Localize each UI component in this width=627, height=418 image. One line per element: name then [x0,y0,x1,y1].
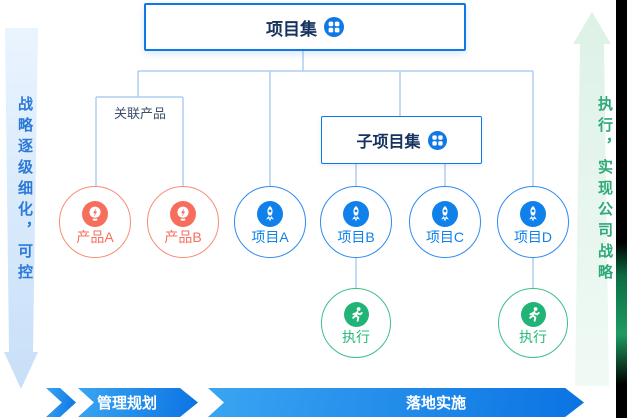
node-label: 项目C [425,228,465,245]
product-b-node: 产品B [147,186,219,258]
rocket-icon [432,200,458,227]
node-label: 产品A [76,228,114,245]
product-a-node: 产品A [59,186,131,258]
node-label: 执行 [519,329,547,345]
subprogram-box: 子项目集 [321,116,482,164]
down-arrow-shape [4,28,38,389]
node-label: 产品B [164,228,202,245]
bulb-icon [170,200,196,227]
banner-implementation: 落地实施 [208,388,584,417]
rocket-icon [343,200,369,227]
rocket-icon [257,200,283,227]
banner-label: 落地实施 [405,395,466,412]
rocket-icon [520,200,546,227]
execution-flow-label: 执行，实现公司战略 [596,96,613,285]
project-d-node: 项目D [497,186,569,258]
program-box: 项目集 [144,3,466,51]
strategy-flow-label: 战略逐级细化，可控 [16,96,33,285]
connector-lines [95,47,534,288]
program-box-label: 项目集 [266,19,317,39]
project-c-node: 项目C [409,186,481,258]
up-arrow-shape [573,12,611,386]
runner-icon [343,302,369,327]
node-label: 项目B [337,228,375,245]
runner-icon [520,302,546,327]
node-label: 项目A [251,228,289,245]
right-edge-strip [616,0,627,418]
related-products-label: 关联产品 [113,106,166,121]
banner-label: 管理规划 [96,395,157,412]
execution-node-2: 执行 [498,288,568,358]
project-b-node: 项目B [320,186,392,258]
node-label: 执行 [342,329,370,345]
project-a-node: 项目A [234,186,306,258]
node-label: 项目D [513,228,553,245]
execution-node-1: 执行 [321,288,391,358]
subprogram-box-label: 子项目集 [356,134,421,151]
grid-icon [324,17,344,37]
bulb-icon [82,200,108,227]
banner-management-planning: 管理规划 [78,388,198,417]
grid-icon [427,130,447,150]
